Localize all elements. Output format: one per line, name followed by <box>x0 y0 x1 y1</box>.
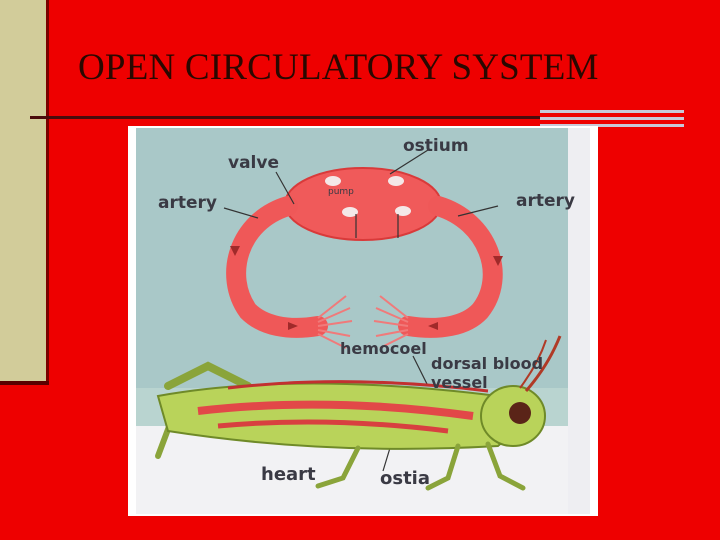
label-valve: valve <box>228 153 279 173</box>
title-rule <box>30 116 540 119</box>
label-pump: pump <box>328 187 354 197</box>
label-heart: heart <box>261 464 316 485</box>
label-artery-left: artery <box>158 193 217 213</box>
label-ostia: ostia <box>380 468 430 489</box>
circulatory-diagram: valve ostium pump artery artery hemocoel… <box>128 126 598 516</box>
label-dorsal-blood: dorsal blood <box>431 354 543 373</box>
grasshopper <box>155 335 562 491</box>
label-hemocoel: hemocoel <box>340 339 427 358</box>
artery-loop <box>226 196 503 338</box>
label-ostium: ostium <box>403 136 469 156</box>
title-rule-lines <box>540 110 684 128</box>
heart-pump <box>284 167 442 241</box>
hemocoel-spray <box>317 295 409 349</box>
flow-arrows <box>230 246 503 330</box>
slide-title: OPEN CIRCULATORY SYSTEM <box>78 47 599 88</box>
label-artery-right: artery <box>516 191 575 211</box>
left-accent-shadow <box>0 381 49 385</box>
left-accent-bar <box>0 0 49 383</box>
diagram-svg: valve ostium pump artery artery hemocoel… <box>128 126 598 516</box>
label-vessel: vessel <box>431 373 488 392</box>
